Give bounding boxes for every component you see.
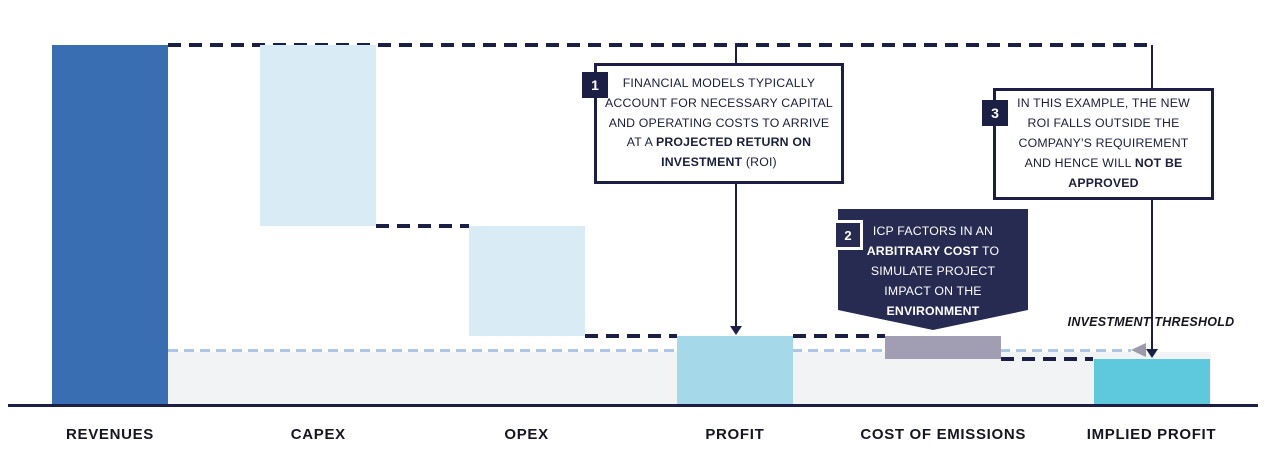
chart-baseline [8, 404, 1258, 407]
bar-profit [676, 335, 793, 406]
axis-label-capex: CAPEX [290, 426, 346, 443]
axis-label-opex: OPEX [504, 426, 549, 443]
callout-2-badge: 2 [833, 220, 863, 250]
threshold-left-triangle-icon [1131, 343, 1146, 357]
axis-label-implied-profit: IMPLIED PROFIT [1086, 426, 1217, 443]
connector-dashed [168, 43, 1152, 47]
bar-implied-profit [1093, 359, 1210, 406]
bar-capex [260, 45, 377, 226]
bar-opex [468, 225, 585, 336]
investment-threshold-line [168, 348, 1131, 352]
callout-1-connector-top [735, 45, 737, 63]
connector-dashed [1001, 357, 1094, 362]
connector-dashed [376, 223, 469, 228]
investment-threshold-label: INVESTMENT THRESHOLD [1067, 315, 1235, 329]
connector-dashed [584, 333, 677, 338]
arrow-down-icon [1146, 349, 1158, 358]
callout-3-badge: 3 [982, 100, 1008, 126]
connector-dashed [792, 333, 886, 338]
axis-label-cost-of-emissions: COST OF EMISSIONS [860, 426, 1027, 443]
bar-revenues [52, 45, 168, 406]
arrow-down-icon [730, 326, 742, 335]
bar-cost-of-emissions [885, 335, 1002, 360]
axis-label-revenues: REVENUES [66, 426, 154, 443]
callout-1-connector-bottom [735, 178, 737, 328]
callout-1-badge: 1 [582, 72, 608, 98]
callout-3-connector-bottom [1151, 194, 1153, 351]
callout-3-connector-top [1151, 45, 1153, 88]
axis-label-profit: PROFIT [705, 426, 765, 443]
